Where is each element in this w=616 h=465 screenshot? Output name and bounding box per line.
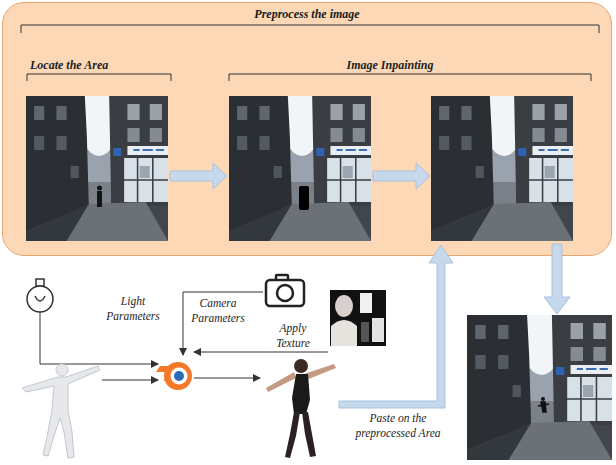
textured-figure [266,359,336,458]
step-heading: Locate the Area [30,58,160,74]
panel-title: Preprocess the image [3,3,611,22]
masked-photo [229,64,371,241]
texture-line [194,352,328,353]
mannequin-figure [22,364,100,458]
model-arrow [102,380,158,381]
inpainted-photo [431,64,573,241]
camera-icon [266,275,304,306]
step-label: Apply Texture [262,321,324,351]
step-heading: Image Inpainting [330,58,450,74]
output-photo [467,283,612,460]
step-label: Paste on the preprocessed Area [343,411,453,441]
camera-line [183,292,263,355]
step-label: Camera Parameters [186,296,250,326]
group-bracket [21,25,599,33]
stage-panel: Preprocess the image [2,2,612,256]
flow-arrow [170,163,570,408]
step-bracket [229,74,591,81]
render-arrow [194,378,260,379]
light-bulb-icon [27,279,53,312]
step-bracket [27,74,171,81]
step-label: Light Parameters [100,294,166,324]
input-photo [26,64,168,241]
texture-image [330,290,386,346]
blender-logo [156,362,192,390]
